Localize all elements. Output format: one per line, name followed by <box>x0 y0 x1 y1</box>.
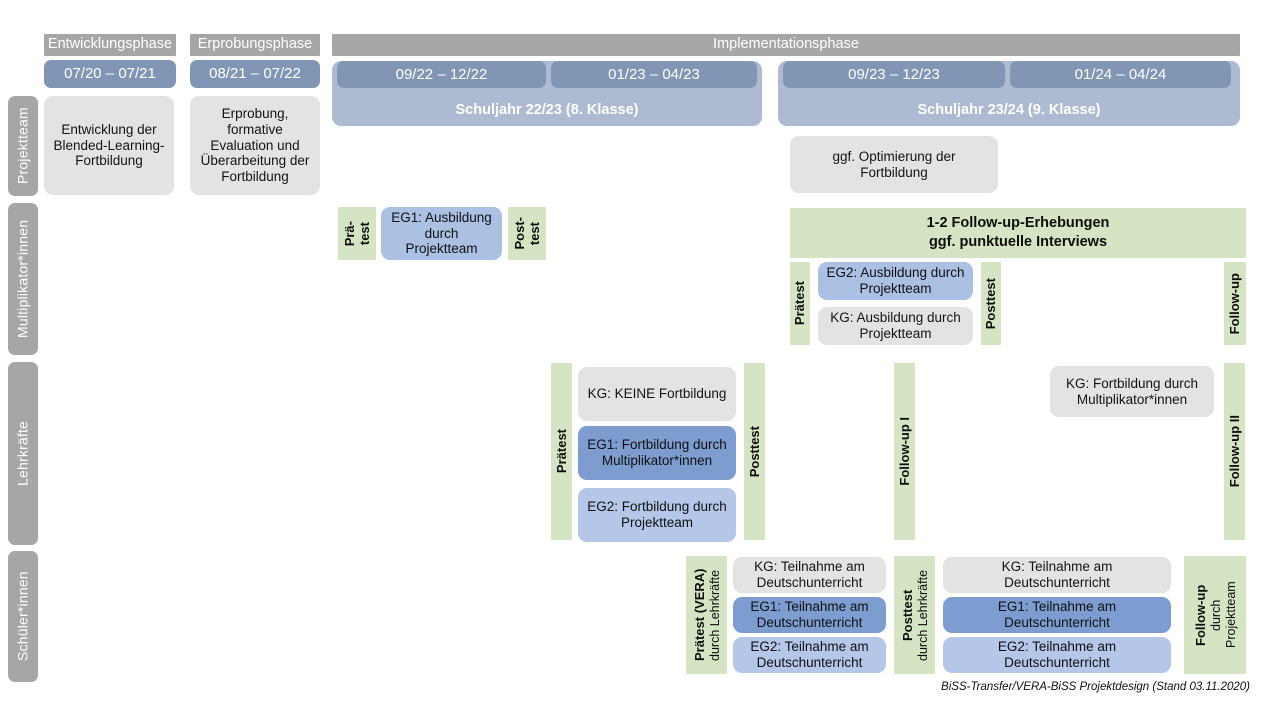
box-label: ggf. Optimierung der Fortbildung <box>832 148 956 180</box>
period-label: 01/23 – 04/23 <box>608 65 700 83</box>
period-label: 08/21 – 07/22 <box>209 65 301 83</box>
posttest-line2: test <box>527 221 542 246</box>
lehrkraefte-praetest-band: Prätest <box>551 363 572 540</box>
schueler-eg1-box-2: EG1: Teilnahme am Deutschunterricht <box>943 597 1171 633</box>
schueler-eg1-box-1: EG1: Teilnahme am Deutschunterricht <box>733 597 886 633</box>
multiplikatoren-praetest2-band: Prätest <box>790 262 810 345</box>
praetest-label: Prätest <box>553 429 569 474</box>
praetest-bold-label: Prätest (VERA) <box>691 568 707 662</box>
phase-header-label: Implementationsphase <box>713 36 859 53</box>
schoolyear-label: Schuljahr 22/23 (8. Klasse) <box>455 102 639 119</box>
schueler-eg2-box-1: EG2: Teilnahme am Deutschunterricht <box>733 637 886 673</box>
followup2-label: Follow-up II <box>1226 415 1242 488</box>
row-label-multiplikatorinnen: Multiplikator*innen <box>8 203 38 355</box>
box-label: EG2: Fortbildung durch Projektteam <box>587 499 727 530</box>
posttest-label: Posttest <box>983 277 999 330</box>
row-label-schuelerinnen: Schüler*innen <box>8 551 38 682</box>
schueler-kg-box-2: KG: Teilnahme am Deutschunterricht <box>943 557 1171 593</box>
box-label: KG: Fortbildung durch Multiplikator*inne… <box>1065 375 1199 407</box>
multiplikatoren-praetest-band: Prä- test <box>338 207 376 260</box>
period-0720-0721: 07/20 – 07/21 <box>44 60 176 88</box>
followup-label: Follow-up <box>1227 272 1243 335</box>
box-label: EG1: Ausbildung durch Projektteam <box>391 209 492 257</box>
posttest-line1: Post- <box>512 217 527 250</box>
footnote: BiSS-Transfer/VERA-BiSS Projektdesign (S… <box>941 681 1250 693</box>
box-label: EG2: Teilnahme am Deutschunterricht <box>750 639 869 670</box>
lehrkraefte-posttest-band: Posttest <box>744 363 765 540</box>
projektteam-optimierung-box: ggf. Optimierung der Fortbildung <box>790 136 998 193</box>
phase-header-erprobungsphase: Erprobungsphase <box>190 34 320 56</box>
phase-header-label: Entwicklungsphase <box>47 36 173 53</box>
followup-sub2-label: Projektteam <box>1223 581 1238 649</box>
row-label-projektteam: Projektteam <box>8 96 38 196</box>
period-label: 09/23 – 12/23 <box>848 65 940 83</box>
followup-banner-line1: 1-2 Follow-up-Erhebungen <box>926 215 1110 232</box>
period-label: 09/22 – 12/22 <box>395 65 488 83</box>
multiplikatoren-followup-band: Follow-up <box>1224 262 1246 345</box>
followup1-label: Follow-up I <box>896 417 912 486</box>
box-label: EG2: Ausbildung durch Projektteam <box>826 265 965 296</box>
multiplikatoren-kg-box: KG: Ausbildung durch Projektteam <box>818 307 973 345</box>
schueler-kg-box-1: KG: Teilnahme am Deutschunterricht <box>733 557 886 593</box>
followup-banner-line2: ggf. punktuelle Interviews <box>928 234 1108 250</box>
row-label-text: Lehrkräfte <box>14 420 31 487</box>
lehrkraefte-eg2-box: EG2: Fortbildung durch Projektteam <box>578 488 736 542</box>
posttest-bold-label: Posttest <box>899 589 915 641</box>
phase-header-entwicklungsphase: Entwicklungsphase <box>44 34 176 56</box>
period-0923-1223: 09/23 – 12/23 <box>783 61 1005 88</box>
praetest-line2: test <box>357 221 372 246</box>
schueler-praetest-band: Prätest (VERA) durch Lehrkräfte <box>686 556 727 674</box>
box-label: EG1: Teilnahme am Deutschunterricht <box>750 599 869 630</box>
followup-sub1-label: durch <box>1208 599 1223 631</box>
multiplikatoren-followup-banner: 1-2 Follow-up-Erhebungen ggf. punktuelle… <box>790 208 1246 258</box>
box-label: KG: Ausbildung durch Projektteam <box>830 310 961 341</box>
multiplikatoren-eg2-box: EG2: Ausbildung durch Projektteam <box>818 262 973 300</box>
projektteam-entwicklung-box: Entwicklung der Blended-Learning-Fortbil… <box>44 96 174 195</box>
box-label: EG1: Fortbildung durch Multiplikator*inn… <box>587 437 727 468</box>
praetest-label: Prätest <box>792 281 808 326</box>
period-0821-0722: 08/21 – 07/22 <box>190 60 320 88</box>
phase-header-implementationsphase: Implementationsphase <box>332 34 1240 56</box>
box-label: KG: KEINE Fortbildung <box>587 386 727 402</box>
row-label-text: Multiplikator*innen <box>14 219 31 339</box>
period-0124-0424: 01/24 – 04/24 <box>1010 61 1231 88</box>
posttest-label: Posttest <box>746 425 762 478</box>
projektteam-erprobung-box: Erprobung, formative Evaluation und Über… <box>190 96 320 195</box>
period-0922-1222: 09/22 – 12/22 <box>337 61 546 88</box>
box-label: EG1: Teilnahme am Deutschunterricht <box>997 599 1117 630</box>
phase-header-label: Erprobungsphase <box>197 36 313 53</box>
schueler-eg2-box-2: EG2: Teilnahme am Deutschunterricht <box>943 637 1171 673</box>
row-label-text: Schüler*innen <box>14 571 31 662</box>
multiplikatoren-posttest-band: Post- test <box>508 207 546 260</box>
praetest-line1: Prä- <box>342 220 357 247</box>
lehrkraefte-eg1-box: EG1: Fortbildung durch Multiplikator*inn… <box>578 426 736 480</box>
row-label-lehrkraefte: Lehrkräfte <box>8 362 38 545</box>
box-label: EG2: Teilnahme am Deutschunterricht <box>997 639 1117 670</box>
lehrkraefte-kg-keine-box: KG: KEINE Fortbildung <box>578 367 736 421</box>
schueler-followup-band: Follow-up durch Projektteam <box>1184 556 1246 674</box>
followup-bold-label: Follow-up <box>1192 584 1208 646</box>
box-label: KG: Teilnahme am Deutschunterricht <box>754 559 865 590</box>
box-label: KG: Teilnahme am Deutschunterricht <box>1001 559 1113 590</box>
praetest-sub-label: durch Lehrkräfte <box>707 569 722 661</box>
schueler-posttest-band: Posttest durch Lehrkräfte <box>894 556 935 674</box>
posttest-sub-label: durch Lehrkräfte <box>915 569 930 661</box>
box-label: Erprobung, formative Evaluation und Über… <box>200 105 310 185</box>
row-label-text: Projektteam <box>14 107 31 185</box>
period-label: 01/24 – 04/24 <box>1074 65 1167 83</box>
period-label: 07/20 – 07/21 <box>64 65 156 83</box>
schoolyear-label: Schuljahr 23/24 (9. Klasse) <box>917 102 1101 119</box>
period-0123-0423: 01/23 – 04/23 <box>551 61 757 88</box>
lehrkraefte-followup2-band: Follow-up II <box>1224 363 1245 540</box>
box-label: Entwicklung der Blended-Learning-Fortbil… <box>53 121 165 169</box>
multiplikatoren-eg1-box: EG1: Ausbildung durch Projektteam <box>381 207 502 260</box>
lehrkraefte-kg-fortbildung-box: KG: Fortbildung durch Multiplikator*inne… <box>1050 366 1214 417</box>
multiplikatoren-posttest2-band: Posttest <box>981 262 1001 345</box>
lehrkraefte-followup1-band: Follow-up I <box>894 363 915 540</box>
